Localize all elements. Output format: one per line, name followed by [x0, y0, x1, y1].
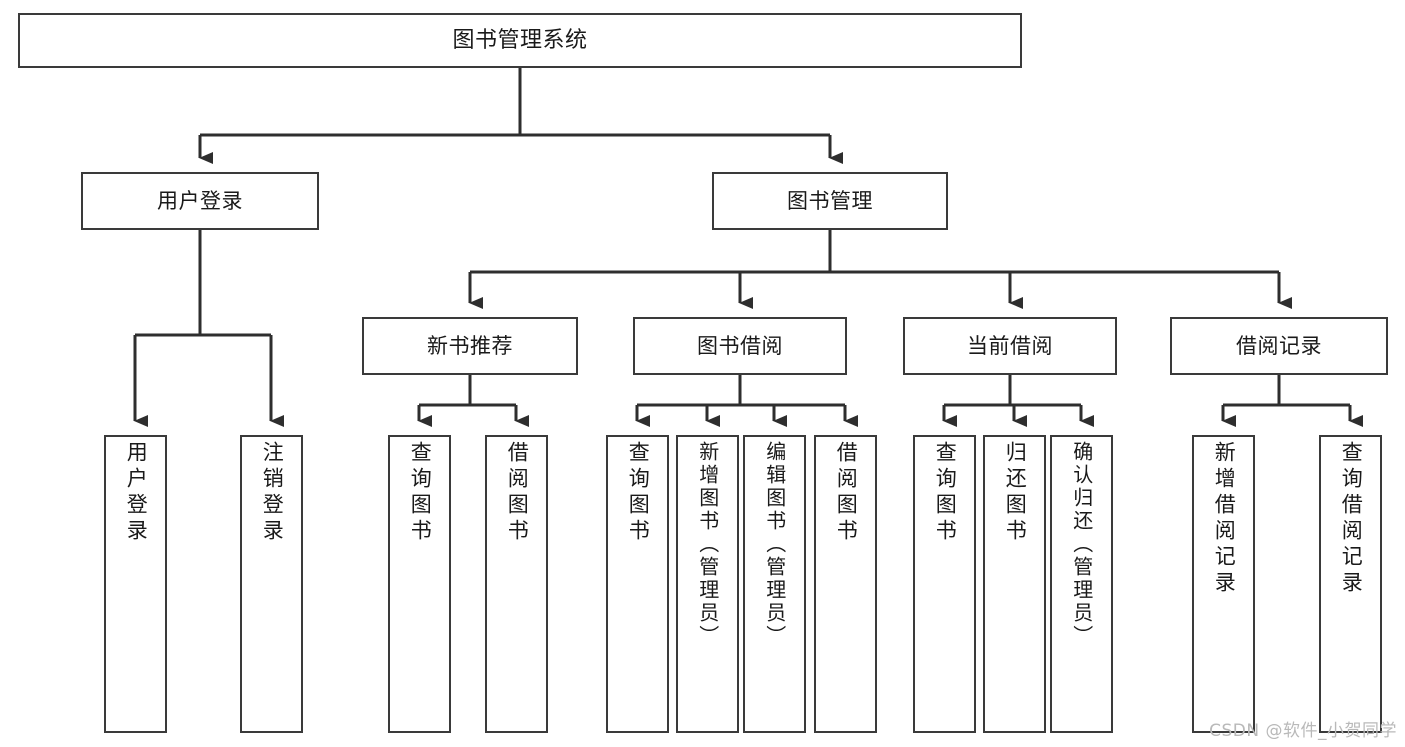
node-label: 编辑图书（管理员） [762, 441, 787, 648]
node-label: 当前借阅 [967, 333, 1053, 358]
node-book-manage[interactable]: 图书管理 [712, 172, 948, 230]
node-label: 图书管理系统 [452, 27, 588, 53]
node-leaf-add-book-admin[interactable]: 新增图书（管理员） [676, 435, 739, 733]
node-label: 新增借阅记录 [1212, 441, 1237, 597]
node-label: 用户登录 [124, 441, 149, 545]
node-leaf-edit-book-admin[interactable]: 编辑图书（管理员） [743, 435, 806, 733]
node-label: 新书推荐 [427, 333, 513, 358]
node-label: 查询图书 [408, 441, 433, 545]
node-user-login[interactable]: 用户登录 [81, 172, 319, 230]
node-leaf-logout[interactable]: 注销登录 [240, 435, 303, 733]
node-leaf-confirm-return-admin[interactable]: 确认归还（管理员） [1050, 435, 1113, 733]
node-label: 新增图书（管理员） [695, 441, 720, 648]
node-label: 借阅记录 [1236, 333, 1322, 358]
node-new-book-recommend[interactable]: 新书推荐 [362, 317, 578, 375]
node-label: 归还图书 [1003, 441, 1028, 545]
node-current-borrow[interactable]: 当前借阅 [903, 317, 1117, 375]
node-label: 注销登录 [260, 441, 285, 545]
node-label: 用户登录 [157, 188, 243, 213]
node-label: 借阅图书 [834, 441, 859, 545]
node-label: 查询借阅记录 [1339, 441, 1364, 597]
csdn-watermark: CSDN @软件_小贺同学 [1209, 721, 1397, 741]
node-borrow-record[interactable]: 借阅记录 [1170, 317, 1388, 375]
node-leaf-query-book-2[interactable]: 查询图书 [606, 435, 669, 733]
node-leaf-add-borrow-record[interactable]: 新增借阅记录 [1192, 435, 1255, 733]
node-leaf-borrow-book-1[interactable]: 借阅图书 [485, 435, 548, 733]
node-label: 查询图书 [626, 441, 651, 545]
node-label: 图书借阅 [697, 333, 783, 358]
node-label: 确认归还（管理员） [1069, 441, 1094, 648]
node-label: 图书管理 [787, 188, 873, 213]
node-leaf-user-login[interactable]: 用户登录 [104, 435, 167, 733]
node-label: 借阅图书 [505, 441, 530, 545]
node-leaf-query-borrow-record[interactable]: 查询借阅记录 [1319, 435, 1382, 733]
node-root-system[interactable]: 图书管理系统 [18, 13, 1022, 68]
node-label: 查询图书 [933, 441, 958, 545]
node-leaf-return-book[interactable]: 归还图书 [983, 435, 1046, 733]
node-leaf-query-book-1[interactable]: 查询图书 [388, 435, 451, 733]
node-leaf-borrow-book-2[interactable]: 借阅图书 [814, 435, 877, 733]
node-book-borrow[interactable]: 图书借阅 [633, 317, 847, 375]
node-leaf-query-book-3[interactable]: 查询图书 [913, 435, 976, 733]
